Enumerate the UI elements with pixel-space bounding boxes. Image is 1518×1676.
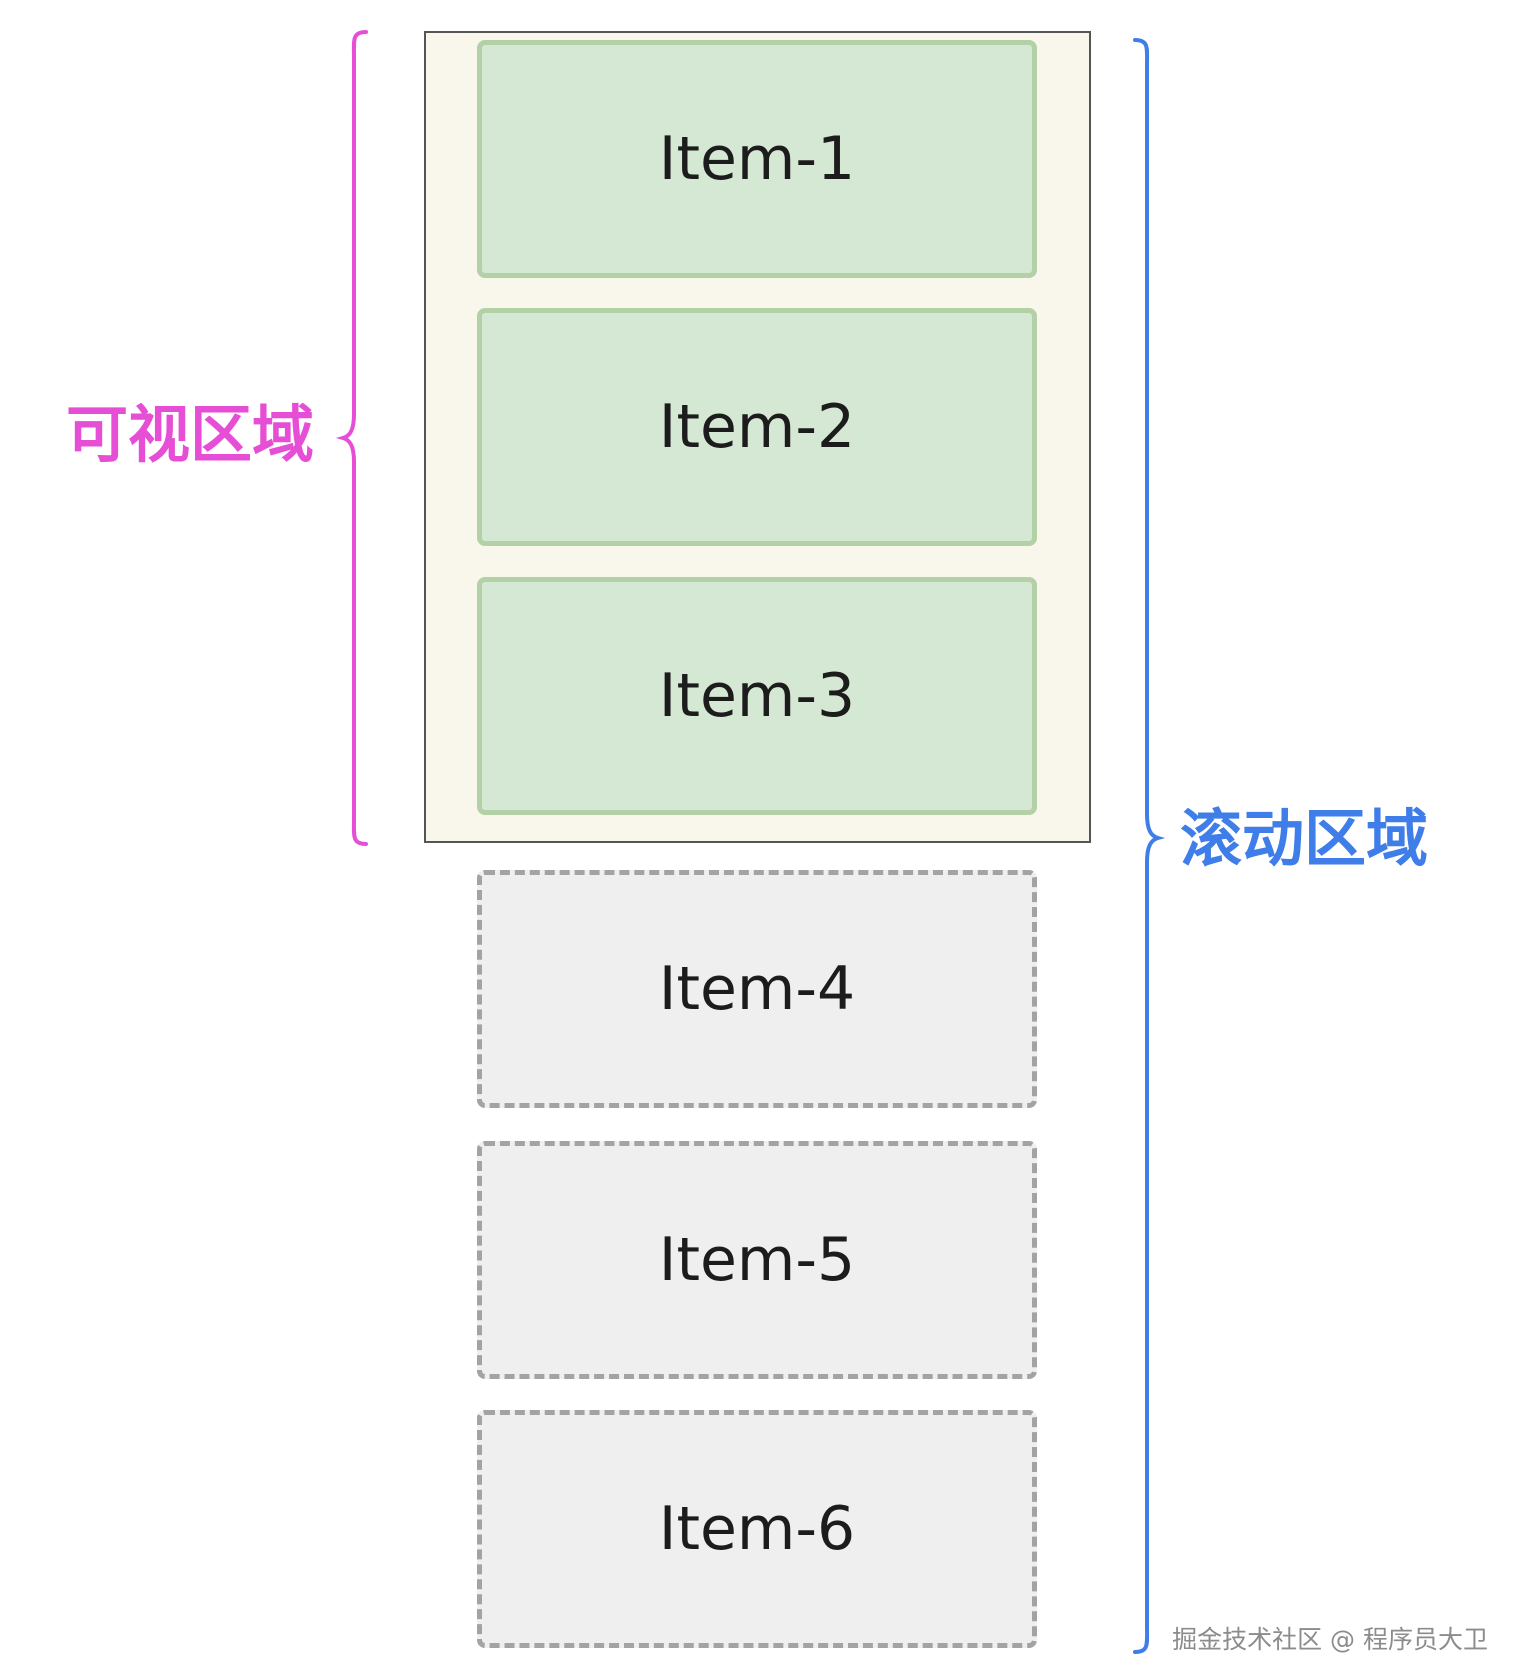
visible-area-brace: [335, 30, 368, 846]
scroll-area-label: 滚动区域: [1180, 802, 1429, 875]
watermark: 掘金技术社区 @ 程序员大卫: [1172, 1625, 1488, 1654]
list-item-3: Item-3: [477, 577, 1037, 815]
list-item-2: Item-2: [477, 308, 1037, 546]
scroll-area-brace: [1133, 38, 1166, 1654]
list-item-6: Item-6: [477, 1410, 1037, 1648]
list-item-4: Item-4: [477, 870, 1037, 1108]
list-item-5: Item-5: [477, 1141, 1037, 1379]
list-item-1: Item-1: [477, 40, 1037, 278]
visible-area-label: 可视区域: [66, 398, 315, 471]
